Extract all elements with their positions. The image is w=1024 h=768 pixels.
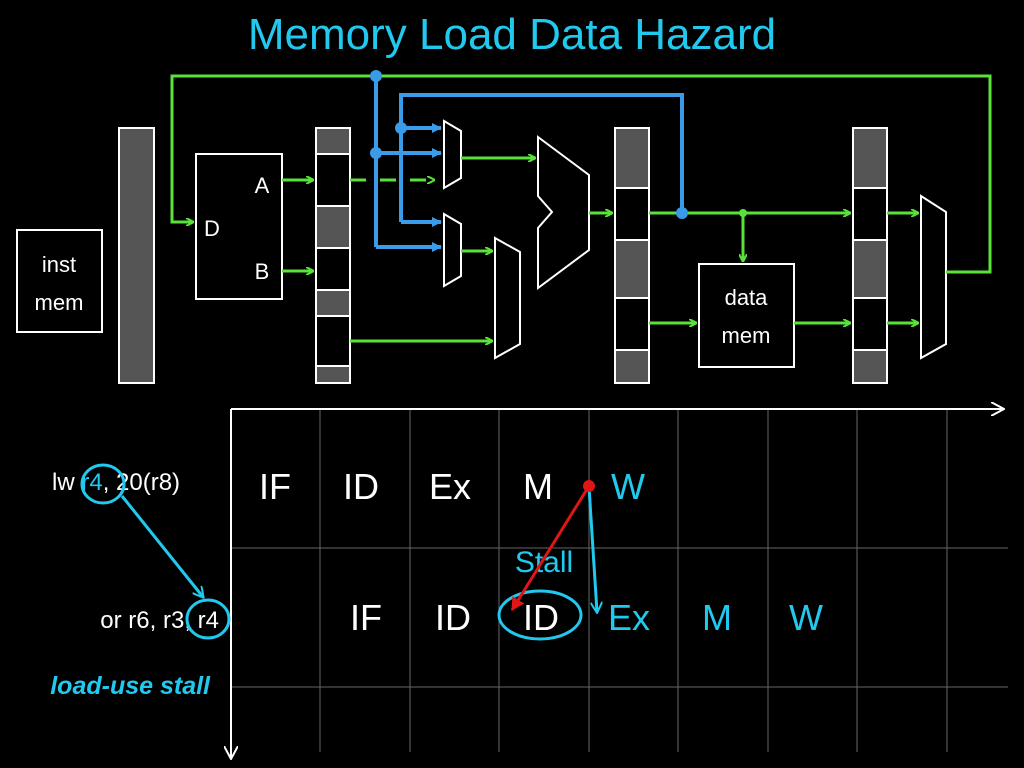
row1-stage-m: M <box>523 466 553 507</box>
id-ex-register <box>315 127 351 384</box>
row1-stage-id: ID <box>343 466 379 507</box>
regfile-b-label: B <box>255 259 270 284</box>
row1-stages: IF ID Ex M W <box>259 466 645 507</box>
regfile-d-label: D <box>204 216 220 241</box>
data-mem: data mem <box>698 263 795 368</box>
instruction-lw: lw r4, 20(r8) <box>52 469 180 496</box>
forward-arrow <box>587 486 597 612</box>
mem-wb-register <box>852 127 888 384</box>
if-id-register <box>118 127 155 384</box>
hazard-arrow <box>510 485 591 611</box>
row2-stage-m: M <box>702 597 732 638</box>
forward-mux-a <box>443 119 462 190</box>
load-use-stall-label: load-use stall <box>50 672 211 700</box>
pipeline-grid <box>231 410 1008 752</box>
row1-stage-if: IF <box>259 466 291 507</box>
row1-stage-ex: Ex <box>429 466 471 507</box>
data-mem-label-2: mem <box>722 323 771 348</box>
row2-stage-id: ID <box>435 597 471 638</box>
dependency-annotations <box>80 463 597 641</box>
inst-mem-label-2: mem <box>35 290 84 315</box>
instruction-or: or r6, r3, r4 <box>100 607 219 634</box>
regfile-a-label: A <box>255 173 270 198</box>
alu-src-mux <box>494 236 521 360</box>
stalled-id-circle <box>497 589 583 641</box>
data-mem-label-1: data <box>725 285 769 310</box>
page-title: Memory Load Data Hazard <box>247 10 777 59</box>
row2-stages: IF ID ID Ex M W <box>350 597 823 638</box>
row2-stage-ex: Ex <box>608 597 650 638</box>
row1-stage-w: W <box>611 466 645 507</box>
hazard-origin-dot <box>583 480 595 492</box>
forwarding-paths <box>374 76 684 252</box>
inst-mem: inst mem <box>16 229 103 333</box>
forwarding-dots <box>370 70 688 219</box>
row2-stage-id-stall: ID <box>523 597 559 638</box>
pipeline-axes <box>231 409 1003 758</box>
wire-junction-dot <box>739 209 747 217</box>
r4-src-circle <box>185 598 231 640</box>
dependency-arrow <box>120 495 203 597</box>
alu <box>537 135 590 290</box>
register-file: D A B <box>195 153 283 300</box>
row2-stage-if: IF <box>350 597 382 638</box>
r4-dest-circle <box>80 463 126 505</box>
writeback-mux <box>920 194 947 360</box>
ex-mem-register <box>614 127 650 384</box>
inst-mem-label-1: inst <box>42 252 76 277</box>
datapath-wires <box>170 74 992 341</box>
forward-mux-b <box>443 212 462 288</box>
stall-label: Stall <box>515 546 573 579</box>
row2-stage-w: W <box>789 597 823 638</box>
